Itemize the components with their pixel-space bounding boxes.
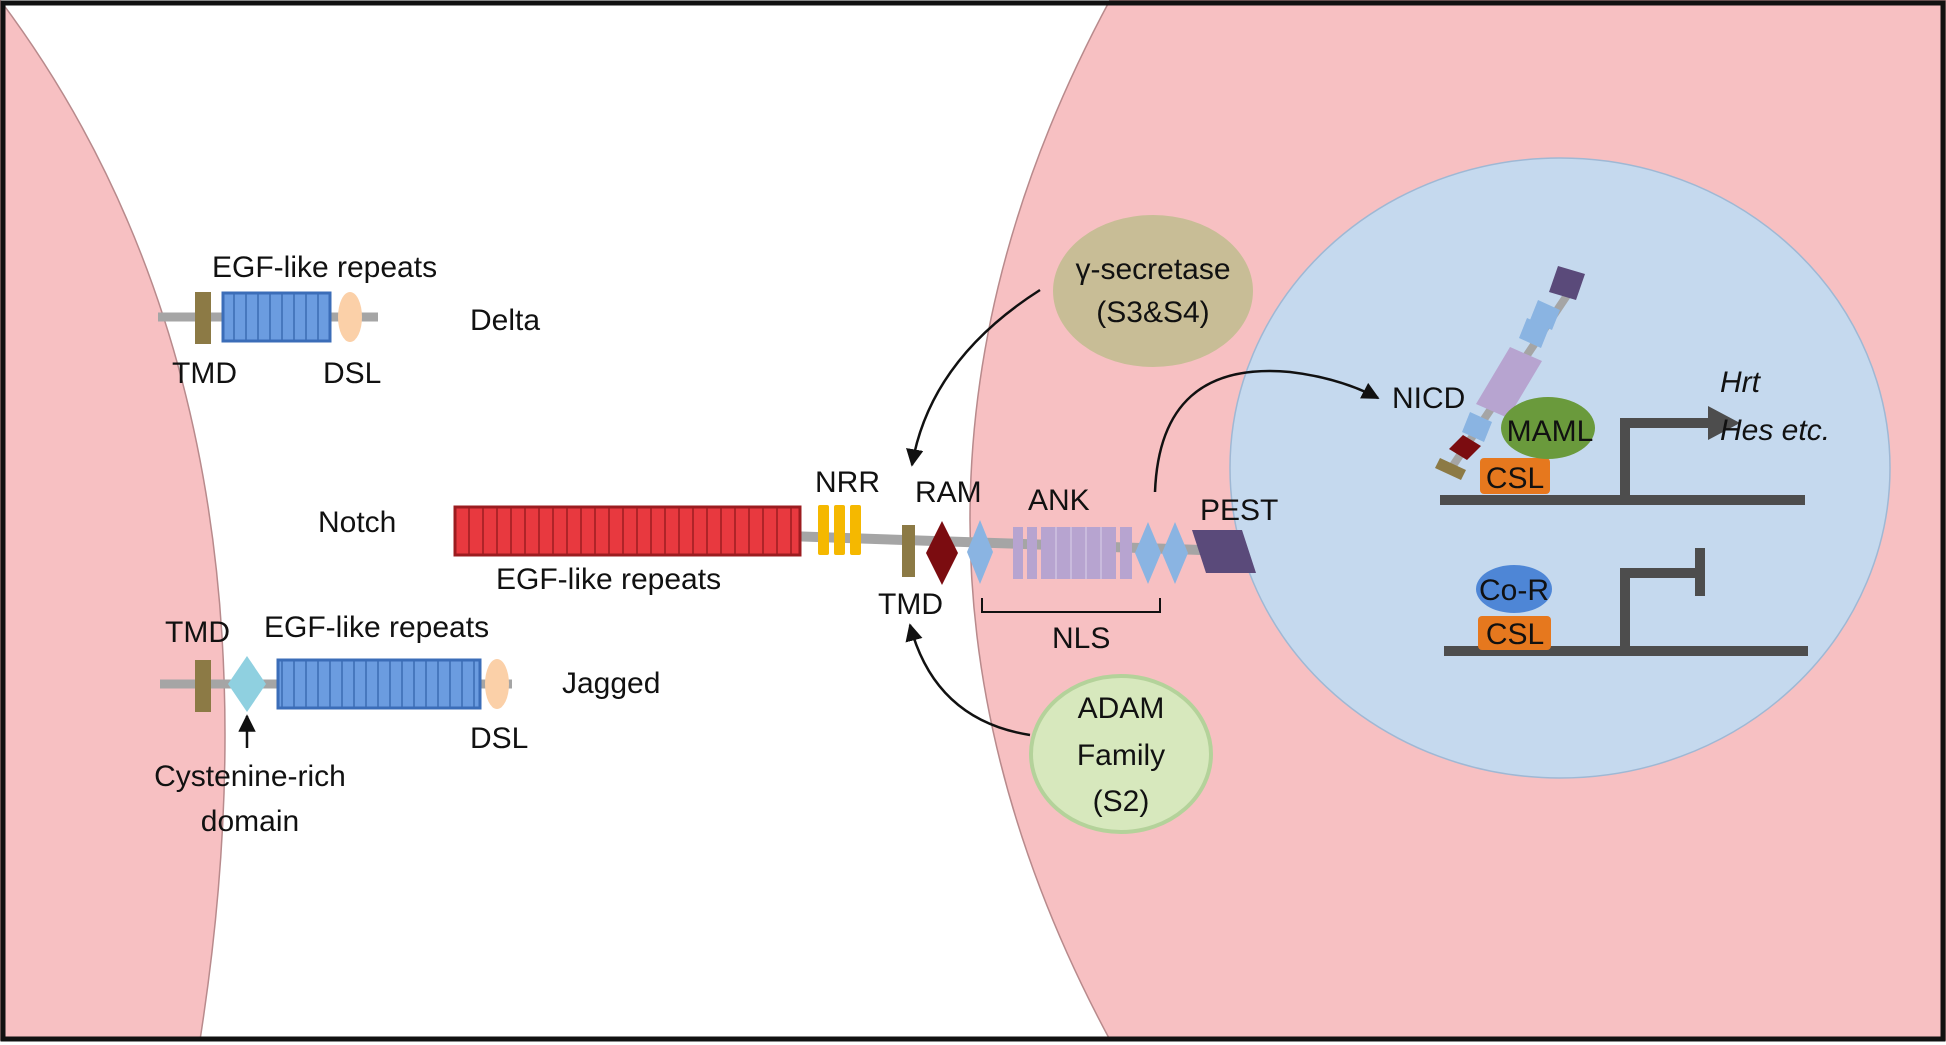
csl-repressed-label: CSL <box>1486 618 1544 651</box>
gamma-secretase-cleavage-arrow <box>906 288 1041 467</box>
jagged-cysteine-rich-domain <box>228 656 266 712</box>
crd-label-line1: Cystenine-rich <box>154 760 346 793</box>
adam-cleavage-arrow <box>905 623 1031 737</box>
repressed-start-line <box>1620 568 1700 649</box>
adam-label-line3: (S2) <box>1093 785 1150 818</box>
adam-label-line1: ADAM <box>1078 692 1165 725</box>
csl-repressed <box>1478 616 1551 650</box>
notch-egf-repeats <box>453 505 802 557</box>
adam-label-line2: Family <box>1077 739 1165 772</box>
transcription-start-arrow <box>1620 418 1712 498</box>
target-gene-1: Hrt <box>1720 366 1762 399</box>
pest-domain <box>1192 530 1256 573</box>
delta-tmd-label: TMD <box>172 357 237 390</box>
delta-name: Delta <box>470 304 540 337</box>
ram-label: RAM <box>915 476 982 509</box>
nicd-label: NICD <box>1392 382 1465 415</box>
nrr-segment-3 <box>850 505 861 555</box>
jagged-dsl-label: DSL <box>470 722 528 755</box>
nls-diamond-2 <box>1135 522 1161 584</box>
jagged-egf-label: EGF-like repeats <box>264 611 489 644</box>
target-gene-2: Hes etc. <box>1720 414 1830 447</box>
maml-label: MAML <box>1507 415 1594 448</box>
ank-repeat-2 <box>1027 527 1037 579</box>
gamma-secretase-label-line2: (S3&S4) <box>1096 296 1209 329</box>
transcription-arrowhead <box>1708 406 1740 440</box>
nucleus <box>1229 157 1891 779</box>
notch-egf-label: EGF-like repeats <box>496 563 721 596</box>
nrr-label: NRR <box>815 466 880 499</box>
repressed-transcription-complex: Co-R CSL <box>1444 548 1808 656</box>
nls-diamond-1 <box>967 520 993 584</box>
nrr-segment-2 <box>834 505 845 555</box>
csl-active-label: CSL <box>1486 462 1544 495</box>
ank-repeat-1 <box>1013 527 1023 579</box>
active-transcription-complex: MAML CSL NICD Hrt Hes etc. <box>1392 266 1830 505</box>
jagged-ligand: TMD EGF-like repeats DSL Jagged Cystenin… <box>154 611 660 838</box>
jagged-tmd <box>195 660 211 712</box>
delta-ligand: EGF-like repeats TMD DSL Delta <box>158 251 540 390</box>
nicd-ank <box>1476 347 1542 418</box>
adam-protease: ADAM Family (S2) <box>905 623 1213 834</box>
ligand-cell <box>0 0 226 1041</box>
nicd-nls-1 <box>1530 300 1560 330</box>
nicd-fragment <box>1435 266 1585 480</box>
delta-egf-label: EGF-like repeats <box>212 251 437 284</box>
jagged-dsl <box>485 659 509 709</box>
gamma-secretase-ellipse <box>1053 215 1253 367</box>
csl-active <box>1480 458 1550 494</box>
ank-repeat-3 <box>1041 527 1116 579</box>
ank-label: ANK <box>1028 484 1090 517</box>
gamma-secretase: γ-secretase (S3&S4) <box>906 215 1253 467</box>
corepressor <box>1476 565 1552 613</box>
crd-label-line2: domain <box>201 805 299 838</box>
pest-label: PEST <box>1200 494 1278 527</box>
nicd-pest <box>1549 266 1585 300</box>
nicd-nls-2 <box>1519 318 1549 348</box>
jagged-name: Jagged <box>562 667 660 700</box>
nls-diamond-3 <box>1162 522 1188 584</box>
gamma-secretase-label-line1: γ-secretase <box>1075 253 1230 286</box>
delta-tmd <box>195 292 211 344</box>
delta-dsl-label: DSL <box>323 357 381 390</box>
jagged-tmd-label: TMD <box>165 616 230 649</box>
ram-domain <box>926 521 958 585</box>
nls-bracket <box>981 598 1161 613</box>
delta-dsl <box>338 292 362 342</box>
corepressor-label: Co-R <box>1479 574 1549 607</box>
ank-repeat-4 <box>1120 527 1132 579</box>
notch-tmd <box>902 525 915 577</box>
nicd-nls-3 <box>1462 412 1492 442</box>
nicd-ram <box>1449 435 1481 460</box>
notch-tmd-label: TMD <box>878 588 943 621</box>
delta-egf-repeats <box>221 291 332 343</box>
nls-label: NLS <box>1052 622 1110 655</box>
adam-ellipse <box>1029 674 1213 834</box>
notch-name: Notch <box>318 506 396 539</box>
maml <box>1501 397 1595 459</box>
jagged-egf-repeats <box>276 658 482 710</box>
nrr-segment-1 <box>818 505 829 555</box>
nicd-tmd <box>1435 458 1466 480</box>
notch-receptor: Notch EGF-like repeats NRR RAM ANK PEST … <box>318 466 1278 655</box>
nicd-translocation-arrow <box>1153 369 1380 493</box>
